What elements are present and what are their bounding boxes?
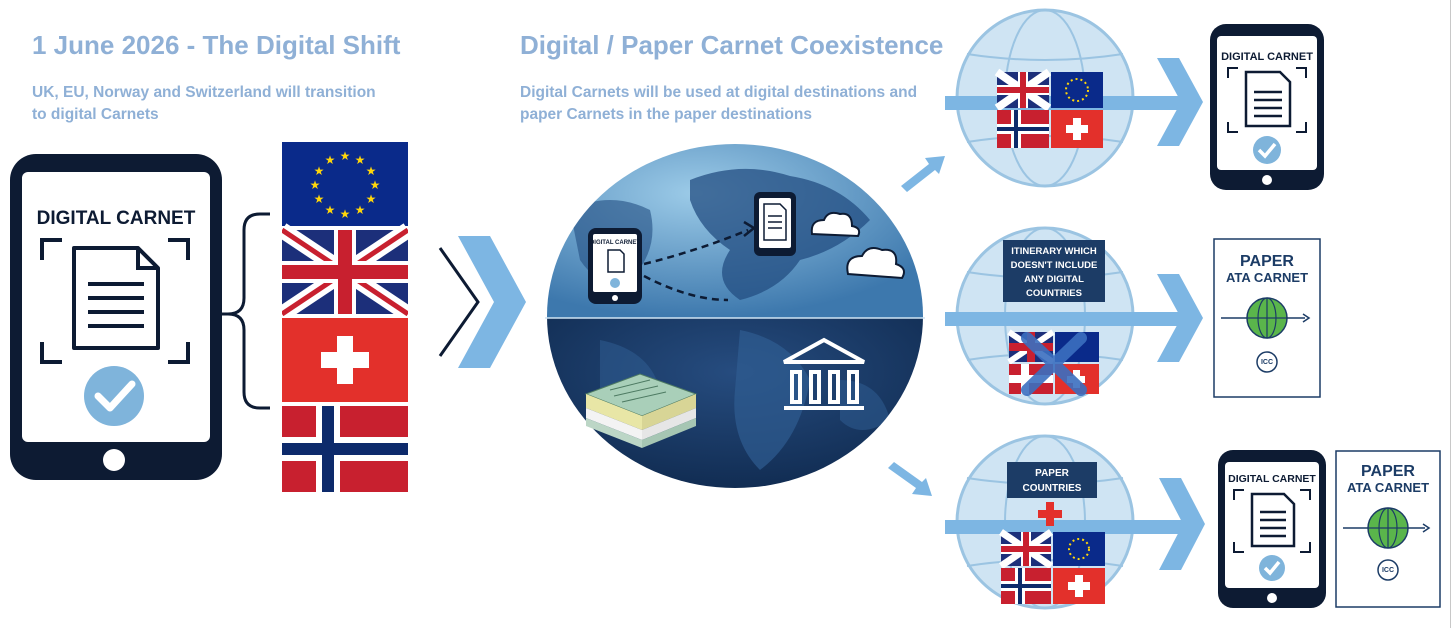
svg-text:★: ★ <box>355 203 366 217</box>
svg-text:★: ★ <box>370 178 381 192</box>
phone-label: DIGITAL CARNET <box>37 208 196 229</box>
svg-text:★: ★ <box>366 164 377 178</box>
row2-book-logo: ICC <box>1261 359 1273 366</box>
tablet-document-icon <box>754 192 796 256</box>
left-subtitle: UK, EU, Norway and Switzerland will tran… <box>32 82 376 126</box>
middle-subtitle: Digital Carnets will be used at digital … <box>520 82 917 126</box>
row3-mixed-globe: PAPER COUNTRIES <box>945 434 1205 610</box>
row2-banner-line2: DOESN'T INCLUDE <box>1011 260 1098 271</box>
document-icon <box>72 246 160 350</box>
row3-digital-carnet-phone: DIGITAL CARNET <box>1218 450 1326 608</box>
row1-chevron-icon <box>1157 58 1203 146</box>
row3-paper-ata-carnet: PAPER ATA CARNET ICC <box>1335 450 1441 608</box>
left-subtitle-line2: to digital Carnets <box>32 106 159 123</box>
row3-chevron-icon <box>1159 478 1205 570</box>
swiss-flag-icon <box>282 318 408 402</box>
row2-book-title1: PAPER <box>1240 253 1294 270</box>
cloud-icon <box>810 211 905 280</box>
paper-carnet-stack-icon <box>584 373 698 448</box>
eu-flag-icon: ★★★ ★★★ ★★★ ★★★ <box>282 142 408 226</box>
cross-out-icon <box>1021 332 1087 396</box>
mini-digital-carnet-phone: DIGITAL CARNET <box>588 228 642 304</box>
digital-carnet-phone: DIGITAL CARNET <box>10 154 222 480</box>
svg-text:★: ★ <box>314 164 325 178</box>
svg-text:★: ★ <box>340 149 351 163</box>
chevron-right-icon <box>438 236 526 368</box>
arrow-up-right-icon <box>901 156 945 192</box>
row3-flags <box>999 529 1105 604</box>
row2-banner-line4: COUNTRIES <box>1026 288 1082 299</box>
svg-text:★: ★ <box>310 178 321 192</box>
row3-banner <box>1007 462 1097 498</box>
row2-flags-crossed <box>1007 329 1099 396</box>
green-globe-icon <box>1246 297 1288 339</box>
right-frame-border <box>1450 0 1451 628</box>
svg-text:★: ★ <box>314 192 325 206</box>
row3-book-title1: PAPER <box>1361 463 1415 480</box>
middle-title: Digital / Paper Carnet Coexistence <box>520 30 944 60</box>
norway-flag-icon <box>282 406 408 492</box>
left-subtitle-line1: UK, EU, Norway and Switzerland will tran… <box>32 84 376 101</box>
row2-banner <box>1003 240 1105 302</box>
icc-logo-icon <box>1377 559 1399 581</box>
svg-text:★: ★ <box>325 153 336 167</box>
row3-banner-line2: COUNTRIES <box>1023 483 1082 494</box>
mini-phone-label: DIGITAL CARNET <box>590 240 640 246</box>
coexistence-globe: DIGITAL CARNET <box>545 144 925 488</box>
plus-icon <box>1038 502 1062 526</box>
scan-frame-icon <box>40 238 190 364</box>
row3-book-logo: ICC <box>1382 567 1394 574</box>
row1-phone-label: DIGITAL CARNET <box>1221 51 1313 63</box>
bank-building-icon <box>783 337 865 410</box>
row2-paper-ata-carnet: PAPER ATA CARNET ICC <box>1213 238 1321 398</box>
row2-paper-globe: ITINERARY WHICH DOESN'T INCLUDE ANY DIGI… <box>945 226 1203 406</box>
row1-digital-carnet-phone: DIGITAL CARNET <box>1210 24 1324 190</box>
row3-phone-label: DIGITAL CARNET <box>1228 473 1316 485</box>
row3-book-title2: ATA CARNET <box>1347 480 1429 495</box>
row2-banner-line3: ANY DIGITAL <box>1024 274 1084 285</box>
middle-subtitle-line2: paper Carnets in the paper destinations <box>520 106 812 123</box>
svg-text:★: ★ <box>366 192 377 206</box>
green-globe-icon <box>1367 507 1409 549</box>
flag-stack: ★★★ ★★★ ★★★ ★★★ <box>282 142 408 492</box>
row3-banner-line1: PAPER <box>1035 468 1069 479</box>
svg-text:★: ★ <box>325 203 336 217</box>
svg-text:★: ★ <box>355 153 366 167</box>
row2-chevron-icon <box>1157 274 1203 362</box>
middle-subtitle-line1: Digital Carnets will be used at digital … <box>520 84 918 101</box>
bracket-connector <box>220 212 270 410</box>
left-title: 1 June 2026 - The Digital Shift <box>32 30 401 60</box>
svg-text:★: ★ <box>340 207 351 221</box>
row1-digital-globe <box>945 8 1203 188</box>
arrow-down-right-icon <box>888 462 932 496</box>
row1-flags <box>994 68 1103 148</box>
uk-flag-icon <box>282 223 408 321</box>
row2-book-title2: ATA CARNET <box>1226 270 1308 285</box>
check-icon <box>84 366 144 426</box>
row2-banner-line1: ITINERARY WHICH <box>1011 246 1097 257</box>
icc-logo-icon <box>1256 351 1278 373</box>
